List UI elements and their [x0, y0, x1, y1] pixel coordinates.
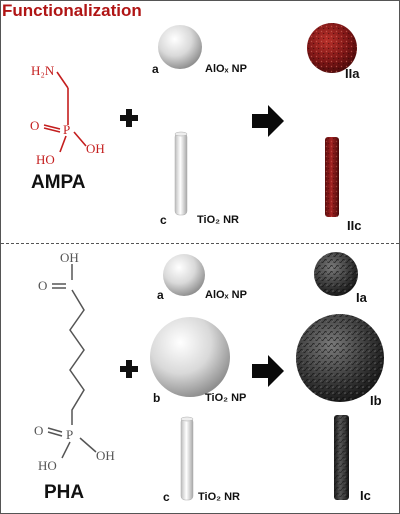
bottom-reactant-c-label: TiO₂ NR: [198, 491, 240, 503]
top-reactant-c-letter: c: [160, 213, 167, 227]
ampa-hydroxyl-label-1: OH: [86, 141, 105, 156]
pha-hydroxyl-label-1: OH: [96, 448, 115, 463]
plus-icon-bottom: [120, 360, 138, 378]
ampa-oxo-label: O: [30, 118, 40, 133]
ampa-hydroxyl-label-2: HO: [36, 152, 55, 167]
plus-icon-top: [120, 109, 138, 127]
bottom-reactant-c-letter: c: [163, 490, 170, 504]
pha-oxo-label: O: [34, 423, 44, 438]
pha-name: PHA: [44, 482, 85, 503]
panel-divider: [1, 243, 399, 244]
alox-np-sphere-bottom: [163, 254, 205, 296]
tio2-nr-rod-bottom: [180, 417, 194, 501]
tio2-np-sphere: [150, 317, 230, 397]
product-ia-label: Ia: [356, 290, 367, 305]
pha-phosphorus-label: P: [66, 427, 74, 442]
ampa-phosphorus-label: P: [63, 122, 71, 137]
ampa-amine-label: H₂N: [31, 63, 55, 78]
pha-acid-oh-label: OH: [60, 250, 79, 265]
product-iic-label: IIc: [347, 218, 362, 233]
product-ic-label: Ic: [360, 488, 371, 503]
pha-hydroxyl-label-2: HO: [38, 458, 57, 473]
top-reactant-a-label: AlOₓ NP: [205, 63, 247, 75]
top-reactant-c-label: TiO₂ NR: [197, 214, 239, 226]
bottom-reactant-a-label: AlOₓ NP: [205, 289, 247, 301]
pha-structure: [47, 264, 97, 459]
ampa-structure: [43, 71, 87, 153]
product-ib-label: Ib: [370, 393, 382, 408]
alox-np-sphere-top: [158, 25, 202, 69]
tio2-nr-rod-top: [174, 132, 188, 216]
top-reactant-a-letter: a: [152, 62, 159, 76]
bottom-reactant-b-letter: b: [153, 391, 161, 405]
arrow-right-icon-bottom: [252, 355, 284, 387]
product-iia-label: IIa: [345, 66, 360, 81]
arrow-right-icon-top: [252, 105, 284, 137]
pha-acid-o-label: O: [38, 278, 48, 293]
figure-title: Functionalization: [2, 1, 142, 20]
bottom-reactant-b-label: TiO₂ NP: [205, 392, 247, 404]
bottom-reactant-a-letter: a: [157, 288, 164, 302]
ampa-name: AMPA: [31, 172, 86, 193]
